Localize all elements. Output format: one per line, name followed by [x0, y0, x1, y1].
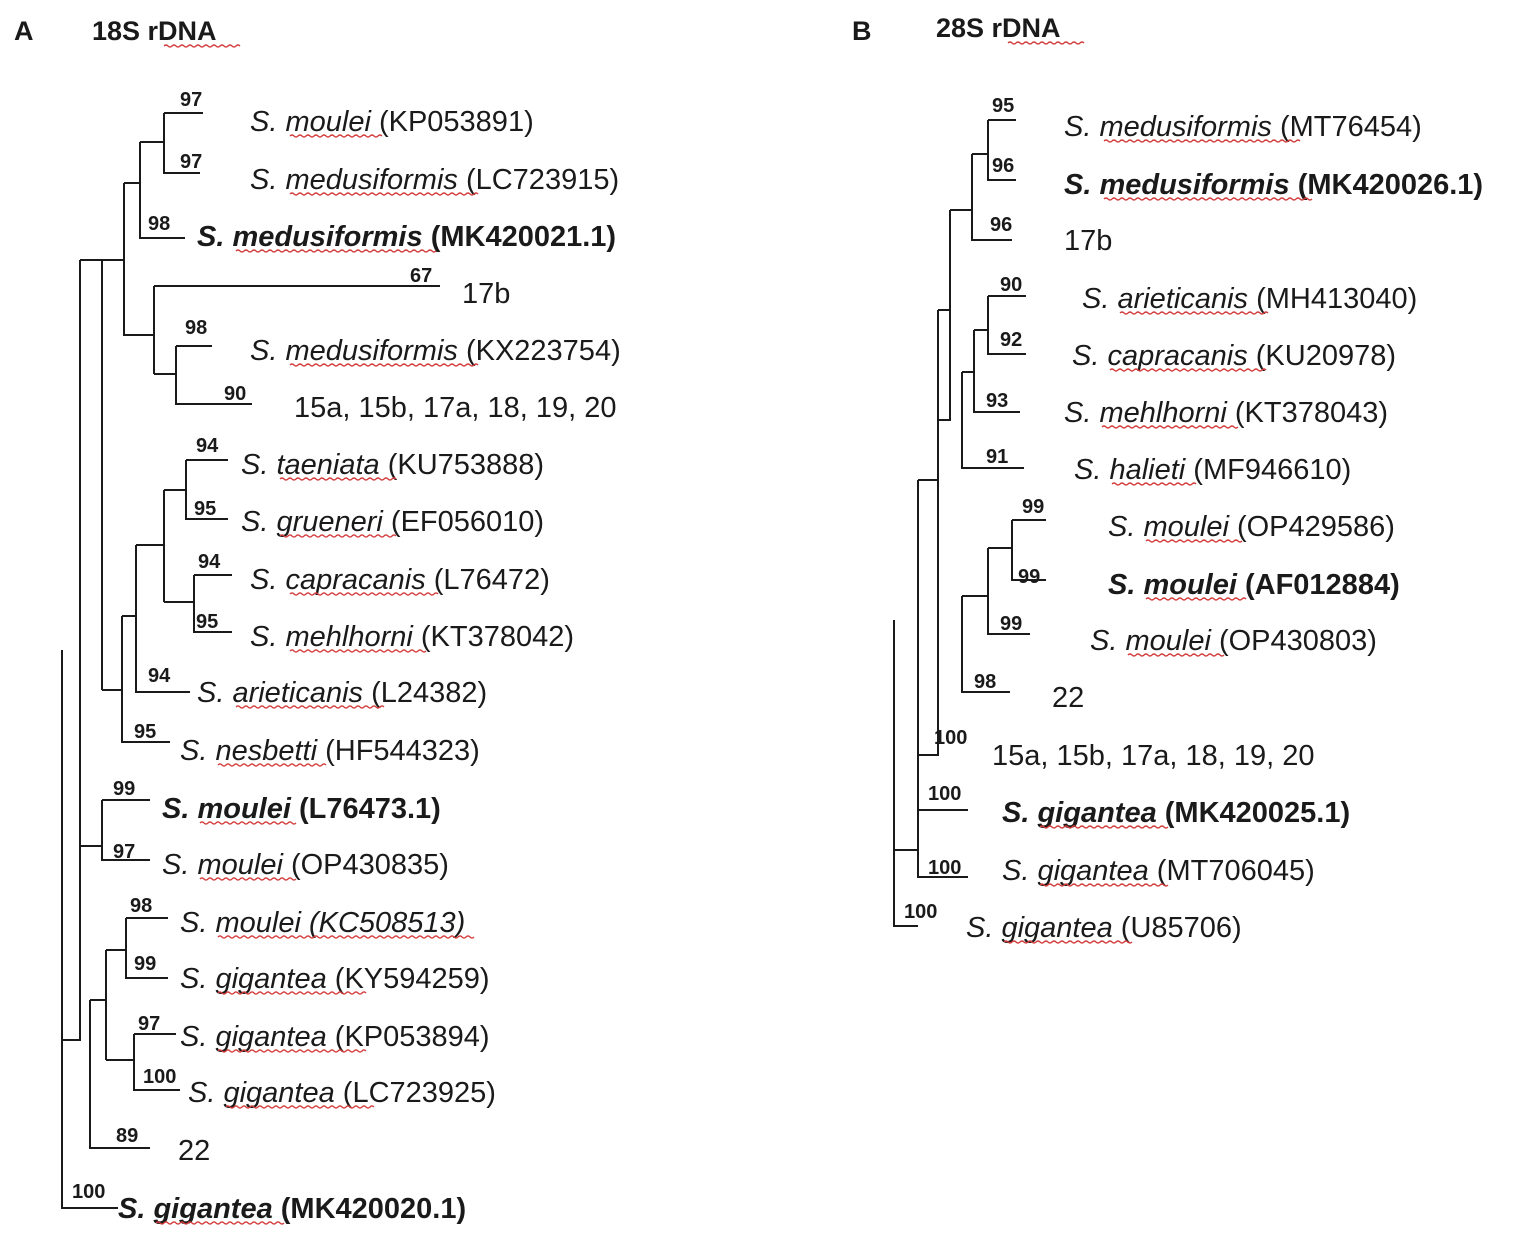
bootstrap-value: 98	[130, 895, 152, 917]
taxon-label: S. medusiformis (KX223754)	[250, 335, 621, 367]
bootstrap-value: 99	[1018, 566, 1040, 588]
panel-a-taxon-labels: S. moulei (KP053891) S. medusiformis (LC…	[118, 106, 621, 1225]
panel-a-letter: A	[14, 16, 34, 46]
panel-b-bootstrap-values: 95 96 96 90 92 93 91 99 99 99 98 100 100…	[904, 95, 1044, 923]
bootstrap-value: 100	[143, 1066, 176, 1088]
bootstrap-value: 93	[986, 390, 1008, 412]
bootstrap-value: 98	[185, 317, 207, 339]
bootstrap-value: 95	[194, 498, 216, 520]
panel-b-taxon-labels: S. medusiformis (MT76454) S. medusiformi…	[966, 111, 1483, 944]
taxon-label: S. grueneri (EF056010)	[241, 506, 544, 538]
taxon-label: S. capracanis (L76472)	[250, 564, 550, 596]
taxon-label: S. gigantea (KP053894)	[180, 1021, 490, 1053]
panel-a-title: 18S rDNA	[92, 16, 217, 46]
bootstrap-value: 92	[1000, 329, 1022, 351]
taxon-label: 15a, 15b, 17a, 18, 19, 20	[992, 740, 1315, 772]
panel-b: B 28S rDNA	[852, 13, 1483, 944]
bootstrap-value: 97	[180, 151, 202, 173]
taxon-label: S. nesbetti (HF544323)	[180, 735, 480, 767]
taxon-label: S. gigantea (MT706045)	[1002, 855, 1315, 887]
taxon-label: S. gigantea (LC723925)	[188, 1077, 496, 1109]
bootstrap-value: 100	[72, 1181, 105, 1203]
bootstrap-value: 95	[992, 95, 1014, 117]
taxon-label: S. gigantea (U85706)	[966, 912, 1242, 944]
taxon-label: S. arieticanis (L24382)	[197, 677, 487, 709]
taxon-label: S. medusiformis (MT76454)	[1064, 111, 1422, 143]
taxon-label: S. mehlhorni (KT378043)	[1064, 397, 1388, 429]
bootstrap-value: 94	[198, 551, 221, 573]
panel-b-title-spellcheck	[1007, 41, 1085, 45]
taxon-label: S. moulei (KC508513)	[180, 907, 465, 939]
bootstrap-value: 97	[180, 89, 202, 111]
taxon-label: S. gigantea (MK420020.1)	[118, 1193, 466, 1225]
bootstrap-value: 90	[224, 383, 246, 405]
bootstrap-value: 99	[1022, 496, 1044, 518]
taxon-label: 15a, 15b, 17a, 18, 19, 20	[294, 392, 617, 424]
taxon-label: S. moulei (OP429586)	[1108, 511, 1395, 543]
bootstrap-value: 99	[113, 778, 135, 800]
taxon-label: S. moulei (OP430835)	[162, 849, 449, 881]
bootstrap-value: 100	[904, 901, 937, 923]
panel-b-letter: B	[852, 16, 872, 46]
taxon-label: 17b	[462, 278, 510, 310]
panel-a-spellcheck-underlines	[155, 134, 479, 1225]
taxon-label: S. medusiformis (LC723915)	[250, 164, 619, 196]
bootstrap-value: 94	[196, 435, 219, 457]
panel-a-bootstrap-values: 97 97 98 67 98 90 94 95 94 95 94 95 99 9…	[72, 89, 432, 1203]
taxon-label: S. capracanis (KU20978)	[1072, 340, 1396, 372]
bootstrap-value: 98	[148, 213, 170, 235]
taxon-label: S. moulei (KP053891)	[250, 106, 534, 138]
bootstrap-value: 96	[990, 214, 1012, 236]
panel-a: A 18S rDNA	[14, 16, 621, 1225]
taxon-label: S. medusiformis (MK420026.1)	[1064, 169, 1483, 201]
bootstrap-value: 99	[134, 953, 156, 975]
taxon-label: S. gigantea (MK420025.1)	[1002, 797, 1350, 829]
taxon-label: 22	[1052, 682, 1084, 714]
panel-a-tree-branches	[61, 112, 440, 1209]
bootstrap-value: 96	[992, 155, 1014, 177]
taxon-label: S. moulei (L76473.1)	[162, 793, 441, 825]
taxon-label: S. halieti (MF946610)	[1074, 454, 1351, 486]
panel-b-tree-branches	[893, 119, 1046, 927]
bootstrap-value: 89	[116, 1125, 138, 1147]
taxon-label: S. mehlhorni (KT378042)	[250, 621, 574, 653]
bootstrap-value: 97	[138, 1013, 160, 1035]
bootstrap-value: 91	[986, 446, 1008, 468]
bootstrap-value: 67	[410, 265, 432, 287]
bootstrap-value: 97	[113, 841, 135, 863]
bootstrap-value: 95	[134, 721, 156, 743]
bootstrap-value: 98	[974, 671, 996, 693]
taxon-label: S. arieticanis (MH413040)	[1082, 283, 1417, 315]
bootstrap-value: 94	[148, 665, 171, 687]
bootstrap-value: 100	[928, 783, 961, 805]
taxon-label: S. gigantea (KY594259)	[180, 963, 490, 995]
taxon-label: S. moulei (OP430803)	[1090, 625, 1377, 657]
panel-b-spellcheck-underlines	[1003, 139, 1313, 944]
bootstrap-value: 100	[928, 857, 961, 879]
taxon-label: S. medusiformis (MK420021.1)	[197, 221, 616, 253]
taxon-label: 22	[178, 1135, 210, 1167]
bootstrap-value: 95	[196, 611, 218, 633]
bootstrap-value: 100	[934, 727, 967, 749]
panel-a-title-spellcheck	[163, 44, 241, 48]
bootstrap-value: 90	[1000, 274, 1022, 296]
bootstrap-value: 99	[1000, 613, 1022, 635]
panel-b-title: 28S rDNA	[936, 13, 1061, 43]
taxon-label: S. taeniata (KU753888)	[241, 449, 544, 481]
taxon-label: S. moulei (AF012884)	[1108, 569, 1400, 601]
taxon-label: 17b	[1064, 225, 1112, 257]
